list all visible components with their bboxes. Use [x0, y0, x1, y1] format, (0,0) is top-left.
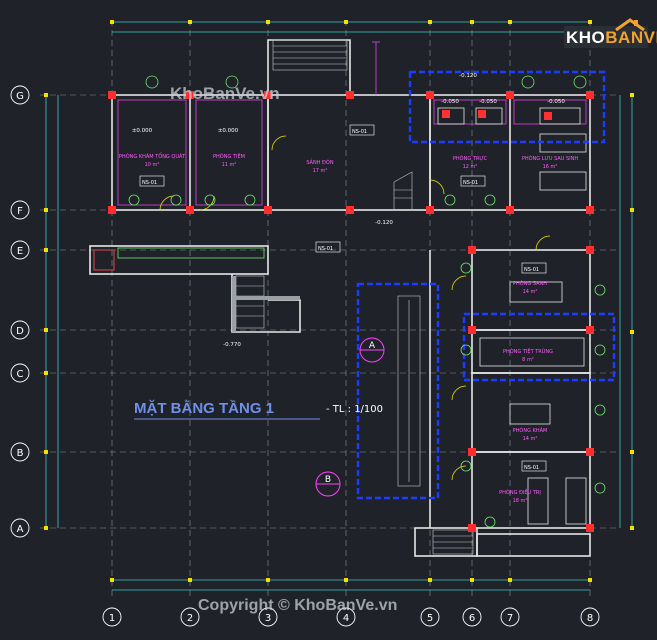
axis-row-f: F	[17, 206, 23, 217]
axis-row-e: E	[17, 246, 23, 257]
room-6-area: 14 m²	[523, 289, 538, 295]
axis-col-4: 4	[343, 613, 349, 624]
room-9-name: PHÒNG ĐIỀU TRỊ	[499, 488, 541, 496]
dimension-ticks	[44, 20, 634, 582]
tag-3: NS-01	[463, 180, 478, 186]
axis-row-a: A	[17, 524, 24, 535]
axis-col-1: 1	[109, 613, 115, 624]
logo-text: KHOBANVE	[566, 28, 657, 48]
axis-col-7: 7	[507, 613, 513, 624]
level-5: -0.050	[479, 99, 497, 105]
opening-tags	[128, 75, 606, 528]
axis-col-2: 2	[187, 613, 193, 624]
room-1-name: PHÒNG KHÁM TỔNG QUÁT	[119, 152, 186, 160]
room-7-name: PHÒNG TIỆT TRÙNG	[503, 347, 553, 355]
watermark-bottom: Copyright © KhoBanVe.vn	[198, 597, 398, 614]
level-3: -0.120	[459, 73, 477, 79]
logo-house-icon	[564, 18, 648, 48]
room-4-area: 12 m²	[463, 164, 478, 170]
fixtures	[442, 110, 552, 120]
highlight-boxes	[356, 70, 616, 500]
tag-6: NS-01	[524, 465, 539, 471]
doors	[159, 135, 551, 481]
watermark-top: KhoBanVe.vn	[170, 84, 280, 103]
room-9-area: 18 m²	[513, 498, 528, 504]
level-8: -0.770	[223, 342, 241, 348]
room-5-area: 16 m²	[543, 164, 558, 170]
room-2-name: PHÒNG TIÊM	[213, 152, 245, 160]
tag-2: NS-01	[352, 129, 367, 135]
logo-kho: KHO	[566, 28, 606, 47]
axis-col-6: 6	[469, 613, 475, 624]
room-2-area: 11 m²	[222, 162, 237, 168]
axis-row-g: G	[16, 91, 24, 102]
section-b-label: B	[325, 475, 331, 485]
axis-row-c: C	[17, 369, 24, 380]
axis-row-b: B	[17, 448, 24, 459]
plan-scale: - TL : 1/100	[326, 404, 384, 415]
level-7: -0.120	[375, 220, 393, 226]
room-6-name: PHÒNG SANH	[513, 280, 547, 287]
room-3-name: SẢNH ĐÓN	[306, 158, 333, 166]
columns	[108, 91, 594, 532]
section-a-label: A	[369, 341, 376, 351]
level-1: ±0.000	[132, 128, 153, 134]
tag-1: NS-01	[142, 180, 157, 186]
axis-col-8: 8	[587, 613, 593, 624]
axis-bubbles: G F E D C B A 1 2 3 4 5 6 7 8	[10, 85, 600, 627]
room-4-name: PHÒNG TRỰC	[453, 155, 488, 162]
furniture	[437, 107, 587, 525]
section-markers: A B	[315, 337, 385, 497]
ns-tags: NS-01 NS-01 NS-01 NS-01 NS-01 NS-01	[139, 124, 547, 472]
room-7-area: 8 m²	[522, 357, 534, 363]
tag-4: NS-01	[318, 246, 333, 252]
axis-col-5: 5	[427, 613, 433, 624]
room-8-area: 14 m²	[523, 436, 538, 442]
axis-col-3: 3	[265, 613, 271, 624]
level-marks: ±0.000 ±0.000 -0.120 -0.050 -0.050 -0.05…	[132, 73, 566, 348]
level-4: -0.050	[441, 99, 459, 105]
room-8-name: PHÒNG KHÁM	[513, 427, 548, 434]
stairs	[235, 39, 474, 555]
room-1-area: 10 m²	[145, 162, 160, 168]
ramp	[93, 247, 300, 332]
plan-title: MẶT BẰNG TẦNG 1	[134, 400, 274, 417]
logo-banve: BANVE	[605, 28, 657, 47]
room-5-name: PHÒNG LƯU SAU SINH	[522, 155, 579, 162]
level-6: -0.050	[547, 99, 565, 105]
axis-row-d: D	[16, 326, 24, 337]
level-2: ±0.000	[218, 128, 239, 134]
tag-5: NS-01	[524, 267, 539, 273]
logo: KHOBANVE	[562, 16, 657, 60]
room-labels: PHÒNG KHÁM TỔNG QUÁT 10 m² PHÒNG TIÊM 11…	[119, 152, 578, 504]
room-3-area: 17 m²	[313, 168, 328, 174]
